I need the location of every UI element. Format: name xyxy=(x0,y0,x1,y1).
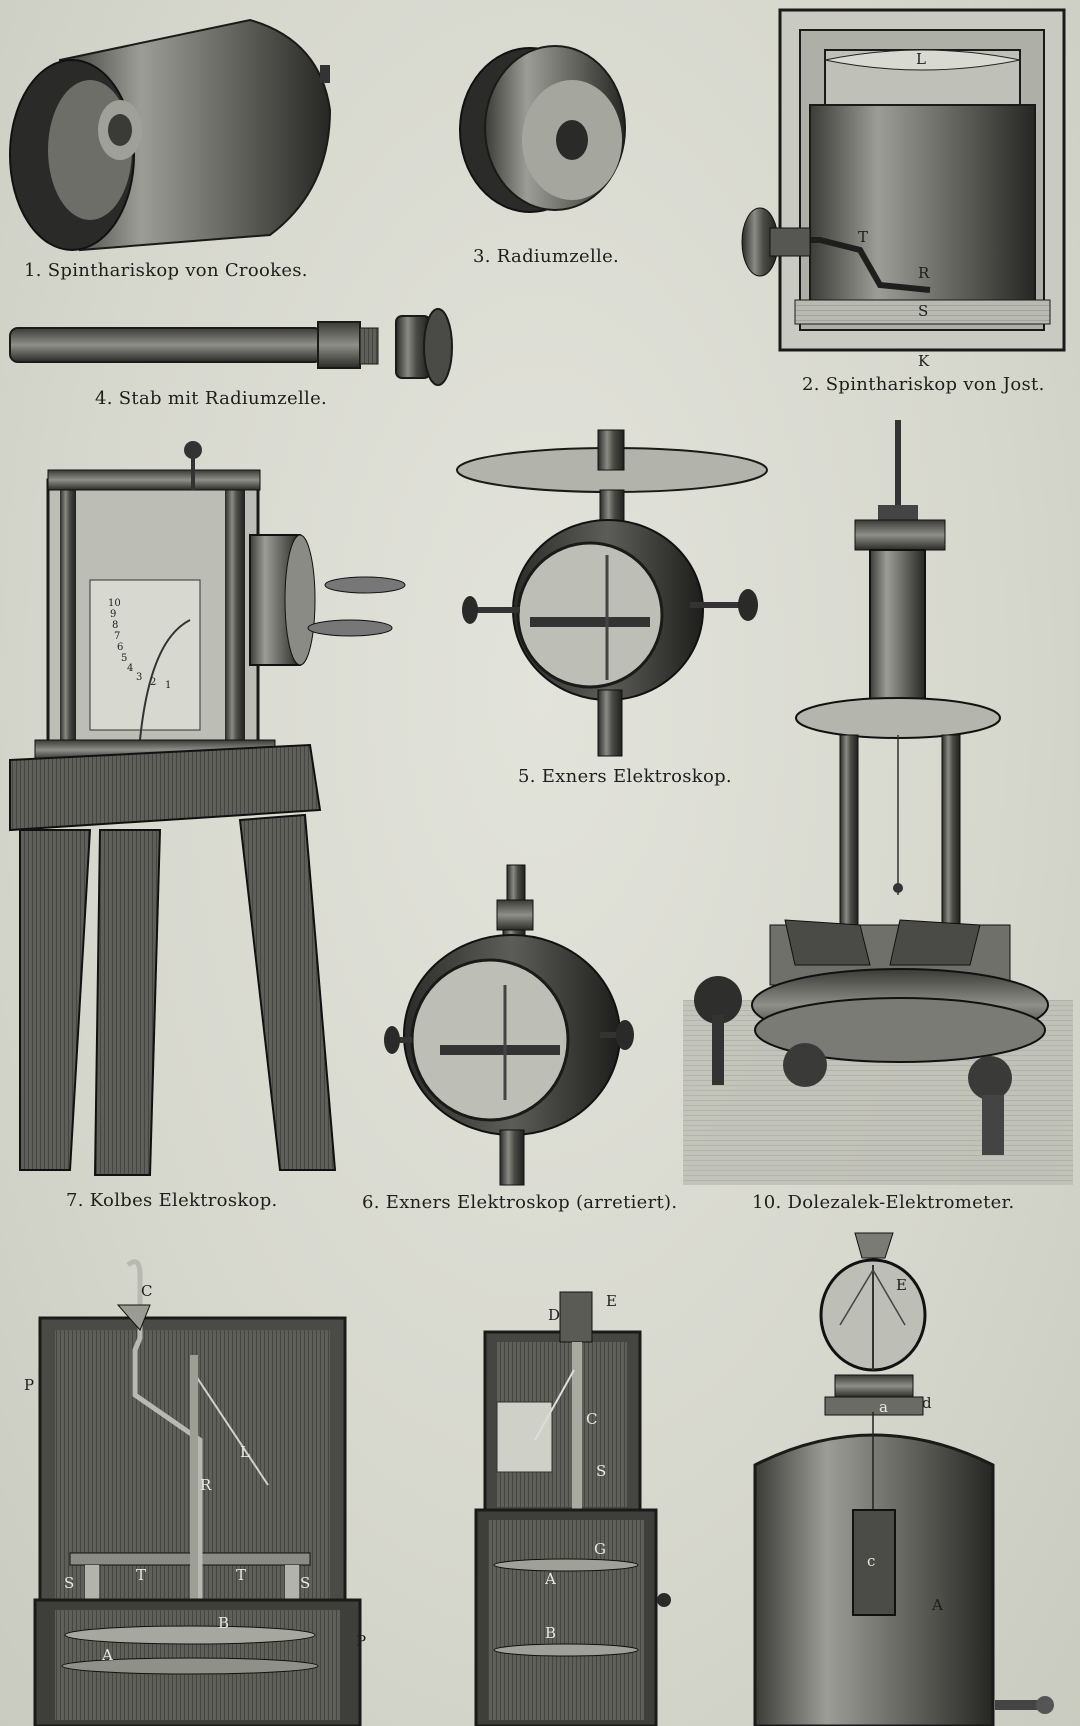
fig2-spinthariscope-jost xyxy=(741,8,1066,352)
caption-fig1: 1. Spinthariskop von Crookes. xyxy=(24,260,308,281)
label-fig9-B: B xyxy=(545,1624,557,1642)
caption-fig2: 2. Spinthariskop von Jost. xyxy=(802,374,1045,395)
label-fig11-d: d xyxy=(922,1394,932,1412)
label-fig9-S: S xyxy=(596,1462,607,1480)
fig11-electrometer-vessel xyxy=(753,1232,1054,1726)
fig9-electroscope-case xyxy=(474,1291,671,1726)
caption-fig7: 7. Kolbes Elektroskop. xyxy=(66,1190,278,1211)
label-fig11-a: a xyxy=(879,1398,888,1416)
scale-number: 3 xyxy=(136,672,142,683)
label-fig8-S1: S xyxy=(64,1574,75,1592)
caption-fig10: 10. Dolezalek-Elektrometer. xyxy=(752,1192,1015,1213)
scale-number: 8 xyxy=(112,620,118,631)
caption-fig3: 3. Radiumzelle. xyxy=(473,246,620,267)
label-fig8-L: L xyxy=(240,1443,250,1461)
label-fig8-A: A xyxy=(102,1646,113,1664)
fig3-radium-cell xyxy=(459,45,626,213)
label-fig2-T: T xyxy=(858,228,869,246)
label-fig8-B: B xyxy=(218,1614,230,1632)
fig10-dolezalek-electrometer xyxy=(683,420,1073,1185)
caption-fig6: 6. Exners Elektroskop (arretiert). xyxy=(362,1192,678,1213)
label-fig9-E: E xyxy=(606,1292,617,1310)
fig8-electroscope-case xyxy=(33,1259,362,1726)
label-fig2-L: L xyxy=(916,50,926,68)
label-fig9-G: G xyxy=(594,1540,606,1558)
label-fig9-C: C xyxy=(586,1410,598,1428)
scale-number: 1 xyxy=(165,680,171,691)
fig6-exner-electroscope-arrested xyxy=(384,864,634,1186)
label-fig8-T2: T xyxy=(236,1566,247,1584)
fig7-scale: 10 9 8 7 6 5 4 3 2 1 xyxy=(108,598,171,691)
scale-number: 4 xyxy=(127,663,133,674)
label-fig8-P1: P xyxy=(24,1376,35,1394)
label-fig11-A: A xyxy=(932,1596,943,1614)
scale-number: 2 xyxy=(150,677,156,688)
scale-number: 7 xyxy=(114,631,120,642)
label-fig8-T1: T xyxy=(136,1566,147,1584)
fig4-rod-with-radium-cell xyxy=(9,308,453,386)
scale-number: 5 xyxy=(121,653,127,664)
scale-number: 10 xyxy=(108,598,121,609)
caption-fig4: 4. Stab mit Radiumzelle. xyxy=(95,388,328,409)
label-fig8-S2: S xyxy=(300,1574,311,1592)
fig1-spinthariscope-crookes xyxy=(9,18,332,252)
label-fig8-P2: P xyxy=(356,1632,367,1650)
label-fig8-C: C xyxy=(141,1282,153,1300)
label-fig11-E: E xyxy=(896,1276,907,1294)
label-fig2-S: S xyxy=(918,302,929,320)
label-fig8-R: R xyxy=(200,1476,212,1494)
caption-fig5: 5. Exners Elektroskop. xyxy=(518,766,732,787)
label-fig9-D: D xyxy=(548,1306,561,1324)
label-fig2-K: K xyxy=(918,352,930,370)
label-fig9-A: A xyxy=(545,1570,556,1588)
scale-number: 6 xyxy=(117,642,123,653)
fig5-exner-electroscope xyxy=(456,429,768,757)
scale-number: 9 xyxy=(110,609,116,620)
label-fig11-c: c xyxy=(867,1552,876,1570)
fig7-kolbe-electroscope xyxy=(9,441,406,1176)
label-fig2-R: R xyxy=(918,264,930,282)
